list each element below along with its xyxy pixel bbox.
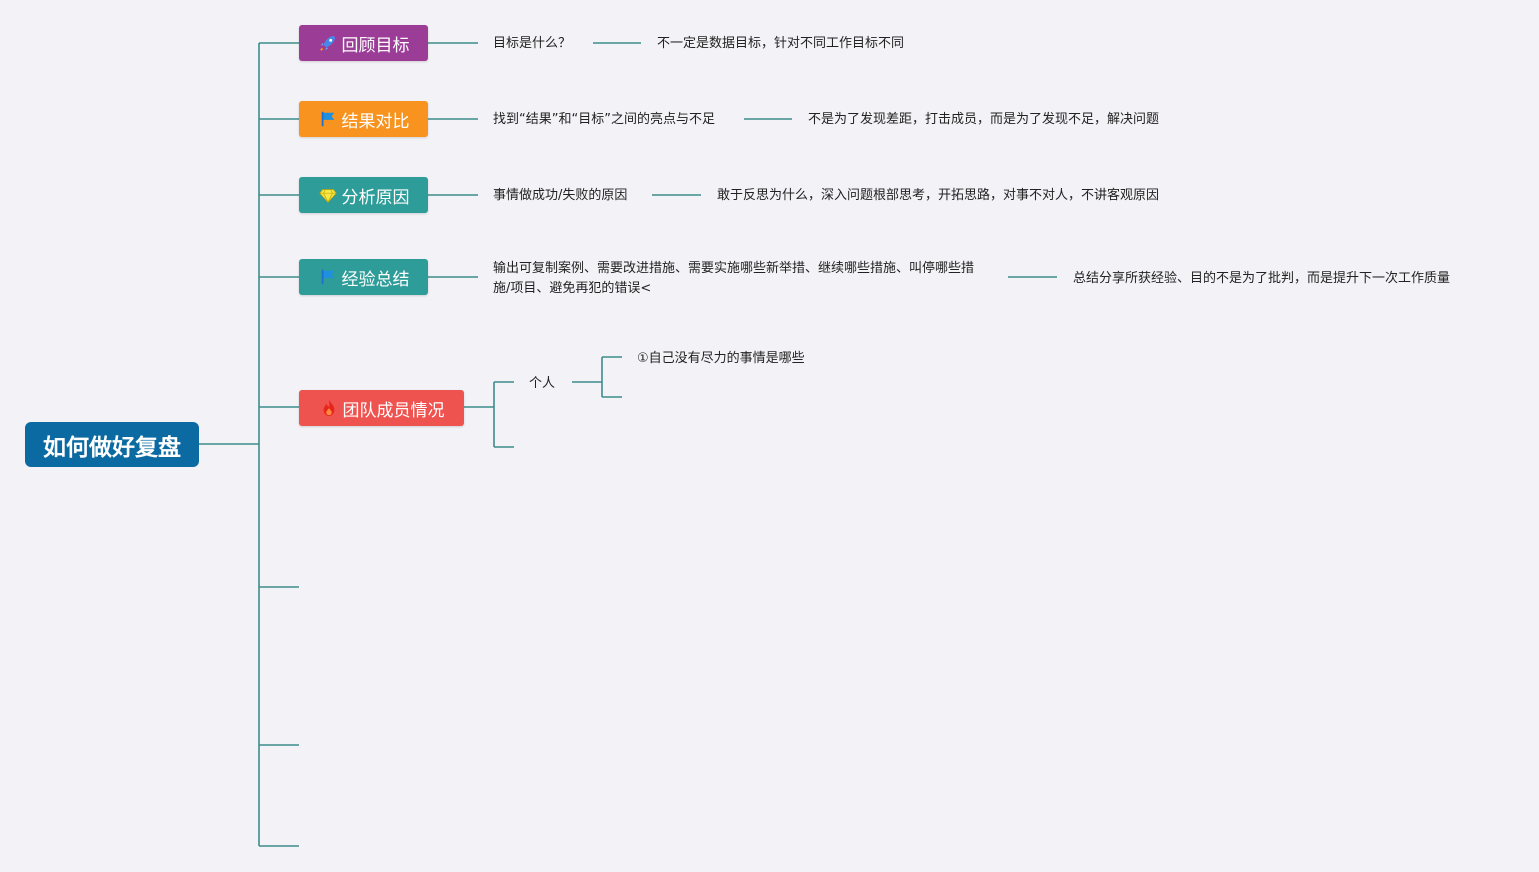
branch-review-goals[interactable]: 回顾目标	[299, 25, 428, 61]
branch-compare-results[interactable]: 结果对比	[299, 101, 428, 137]
note-text[interactable]: 敢于反思为什么，深入问题根部思考，开拓思路，对事不对人，不讲客观原因	[717, 188, 1160, 203]
note-text[interactable]: 总结分享所获经验、目的不是为了批判，而是提升下一次工作质量	[1073, 271, 1451, 286]
branch-label: 团队成员情况	[342, 400, 445, 421]
flag-icon	[318, 109, 338, 129]
branch-summarize-experience[interactable]: 经验总结	[299, 259, 428, 295]
note-text[interactable]: 不一定是数据目标，针对不同工作目标不同	[657, 36, 905, 51]
detail-text[interactable]: 找到“结果”和“目标”之间的亮点与不足	[493, 112, 715, 127]
gem-icon	[318, 185, 338, 205]
root-topic[interactable]: 如何做好复盘	[25, 422, 199, 467]
flag-icon	[318, 267, 338, 287]
detail-text[interactable]: 输出可复制案例、需要改进措施、需要实施哪些新举措、继续哪些措施、叫停哪些措施/项…	[493, 261, 975, 296]
branch-label: 结果对比	[341, 111, 410, 132]
fire-icon	[319, 398, 339, 418]
branch-team-members[interactable]: 团队成员情况	[299, 390, 464, 426]
branch-label: 分析原因	[341, 187, 410, 208]
detail-text[interactable]: 事情做成功/失败的原因	[493, 188, 628, 203]
branch-label: 经验总结	[341, 269, 410, 290]
note-text[interactable]: 不是为了发现差距，打击成员，而是为了发现不足，解决问题	[808, 112, 1160, 127]
branch-label: 回顾目标	[341, 35, 410, 56]
sub-item[interactable]: ①自己没有尽力的事情是哪些	[637, 351, 805, 366]
rocket-icon	[318, 33, 338, 53]
branch-analyze-causes[interactable]: 分析原因	[299, 177, 428, 213]
sub-topic-personal[interactable]: 个人	[529, 376, 556, 391]
detail-text[interactable]: 目标是什么？	[493, 36, 572, 51]
